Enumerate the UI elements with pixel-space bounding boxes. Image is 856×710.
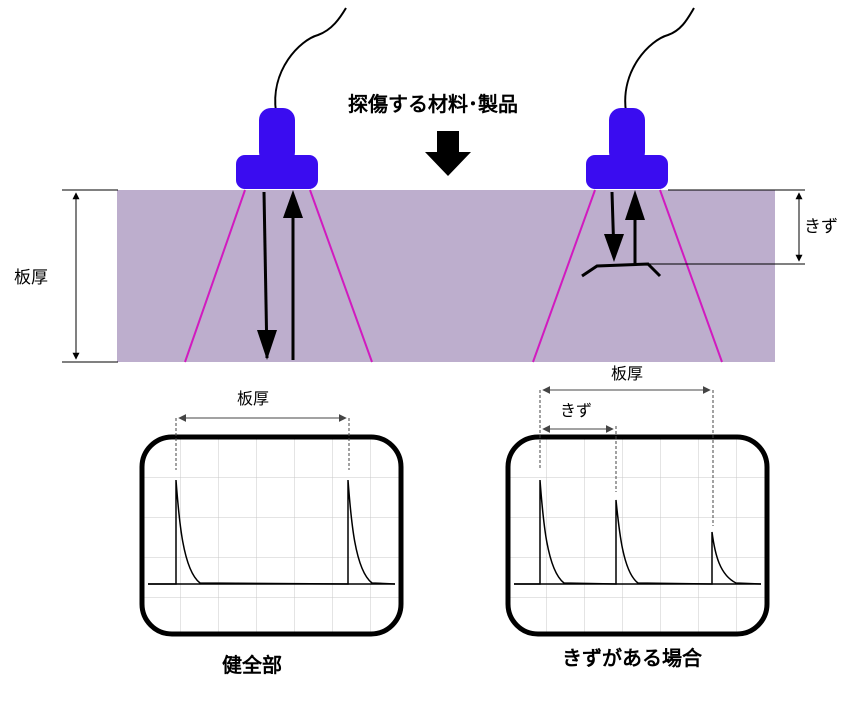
flaw-depth-dimension [635, 189, 805, 265]
thickness-dimension [62, 189, 118, 363]
echo-trace-left [148, 479, 396, 585]
beam-left [184, 189, 373, 363]
screen-right-flaw-label: きず [560, 401, 592, 420]
flaw-mark [581, 262, 662, 278]
echo-trace-right [514, 479, 762, 585]
sound-arrows-right [604, 190, 645, 266]
thickness-label: 板厚 [14, 268, 48, 288]
screen-right-thickness-label: 板厚 [611, 364, 643, 383]
probe-right [586, 108, 668, 189]
sound-arrows-left [257, 190, 303, 360]
beam-right [532, 189, 723, 363]
screen-right-caption: きずがある場合 [562, 646, 703, 670]
screen-left-caption: 健全部 [222, 653, 282, 677]
screen-left [139, 414, 404, 637]
down-arrow-icon [425, 131, 471, 176]
cable-left [274, 7, 347, 113]
cable-right [624, 7, 695, 113]
screen-right [505, 386, 770, 637]
flaw-depth-label: きず [804, 217, 838, 237]
probe-left [236, 108, 318, 189]
material-plate [117, 190, 775, 362]
heading: 探傷する材料･製品 [348, 92, 518, 116]
screen-left-dim-label: 板厚 [237, 389, 269, 408]
